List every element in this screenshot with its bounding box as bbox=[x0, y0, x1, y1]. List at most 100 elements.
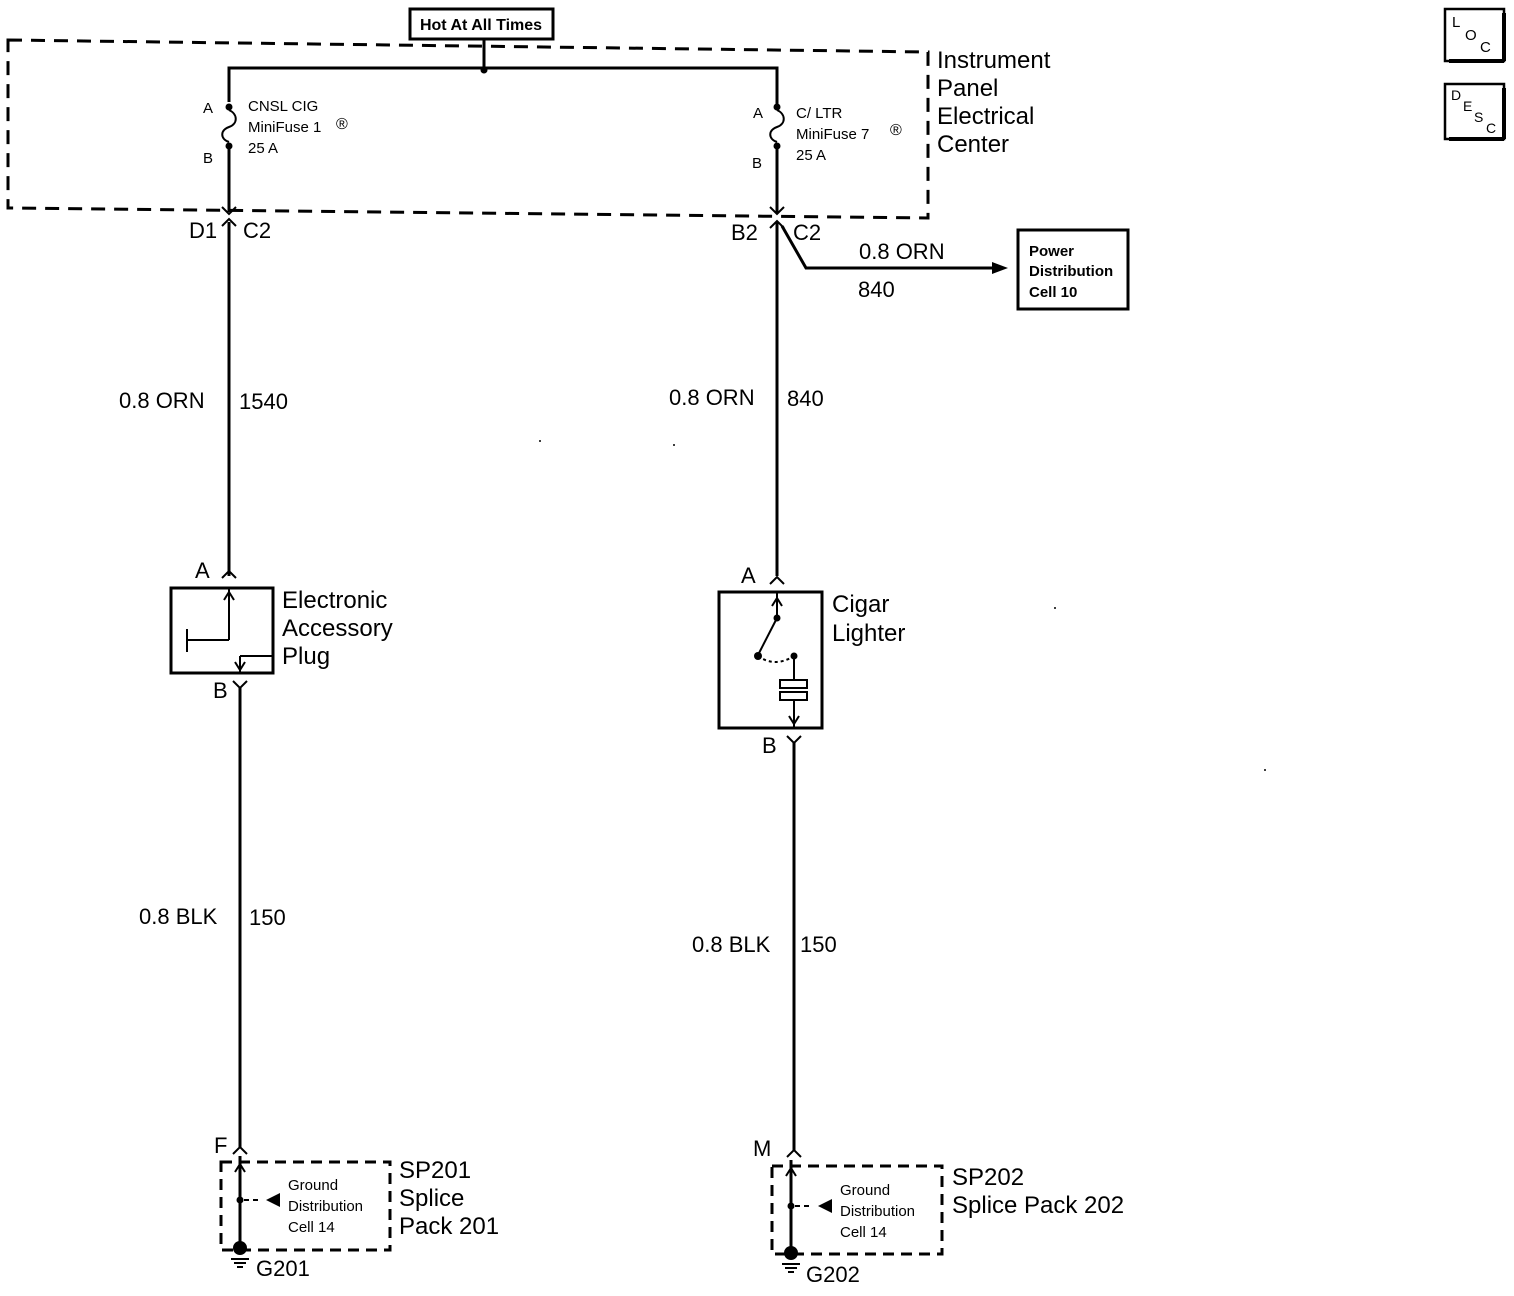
svg-text:Splice: Splice bbox=[399, 1185, 464, 1212]
svg-text:O: O bbox=[1465, 27, 1477, 44]
svg-text:A: A bbox=[741, 563, 756, 588]
cigar-lighter-title: Cigar Lighter bbox=[832, 591, 905, 647]
fuse-right-name: C/ LTR bbox=[796, 105, 843, 122]
svg-text:Cell 10: Cell 10 bbox=[1029, 284, 1077, 301]
svg-text:Electrical: Electrical bbox=[937, 103, 1034, 130]
svg-text:Plug: Plug bbox=[282, 643, 330, 670]
accessory-plug-connector-a: A bbox=[195, 558, 237, 583]
splice-pack-201-boundary bbox=[219, 1160, 392, 1252]
ground-distribution-ref-right[interactable]: Ground Distribution Cell 14 bbox=[840, 1182, 915, 1241]
fuse-bus-wire bbox=[227, 66, 779, 104]
fuse-right-rating: 25 A bbox=[796, 147, 826, 164]
fuse-right-pin-a: A bbox=[753, 105, 763, 122]
connector-d1-c2: D1 C2 bbox=[189, 206, 271, 243]
svg-text:C: C bbox=[1486, 120, 1496, 136]
svg-text:F: F bbox=[214, 1133, 227, 1158]
wire-right-lower-circuit: 150 bbox=[800, 932, 837, 957]
wire-left-lower-circuit: 150 bbox=[249, 905, 286, 930]
svg-text:S: S bbox=[1474, 109, 1483, 125]
ground-g201-label: G201 bbox=[256, 1256, 310, 1281]
accessory-plug-title: Electronic Accessory Plug bbox=[282, 587, 393, 670]
fuse-left-pin-a: A bbox=[203, 100, 213, 117]
wire-left-upper-circuit: 1540 bbox=[239, 389, 288, 414]
splice-right-connector-m: M bbox=[753, 1136, 802, 1161]
splice-left-junction bbox=[236, 1196, 244, 1204]
wire-right-lower-color: 0.8 BLK bbox=[692, 932, 771, 957]
svg-text:C2: C2 bbox=[243, 218, 271, 243]
fuse-left-name: CNSL CIG bbox=[248, 98, 318, 115]
fuse-left-rating: 25 A bbox=[248, 140, 278, 157]
fuse-left-pin-b: B bbox=[203, 150, 213, 167]
svg-text:Distribution: Distribution bbox=[840, 1203, 915, 1220]
svg-text:M: M bbox=[753, 1136, 771, 1161]
svg-text:Instrument: Instrument bbox=[937, 47, 1051, 74]
splice-left-connector-f: F bbox=[214, 1133, 248, 1158]
wire-right-upper-circuit: 840 bbox=[787, 386, 824, 411]
svg-text:Cell 14: Cell 14 bbox=[288, 1219, 335, 1236]
cigar-lighter[interactable] bbox=[717, 590, 824, 730]
splice-pack-202-boundary bbox=[770, 1164, 944, 1256]
svg-text:C: C bbox=[1480, 39, 1491, 56]
power-distribution-ref[interactable]: Power Distribution Cell 10 bbox=[1016, 228, 1130, 311]
svg-text:D1: D1 bbox=[189, 218, 217, 243]
branch-wire-color: 0.8 ORN bbox=[859, 239, 945, 264]
splice-pack-201-title: SP201 Splice Pack 201 bbox=[399, 1157, 499, 1240]
svg-text:Pack 201: Pack 201 bbox=[399, 1213, 499, 1240]
svg-text:B2: B2 bbox=[731, 220, 758, 245]
svg-text:A: A bbox=[195, 558, 210, 583]
fuse-right-mark: ® bbox=[890, 122, 902, 139]
ipec-boundary bbox=[6, 38, 930, 220]
svg-text:Panel: Panel bbox=[937, 75, 998, 102]
splice-right-ref-arrow bbox=[818, 1199, 832, 1213]
svg-text:SP202: SP202 bbox=[952, 1164, 1024, 1191]
svg-text:Cigar: Cigar bbox=[832, 591, 889, 618]
svg-text:Center: Center bbox=[937, 131, 1009, 158]
fuse-right-type: MiniFuse 7 bbox=[796, 126, 869, 143]
branch-circuit: 840 bbox=[858, 277, 895, 302]
splice-pack-202-title: SP202 Splice Pack 202 bbox=[952, 1164, 1124, 1219]
ipec-title: Instrument Panel Electrical Center bbox=[937, 47, 1051, 158]
svg-text:E: E bbox=[1463, 98, 1472, 114]
svg-text:SP201: SP201 bbox=[399, 1157, 471, 1184]
desc-button[interactable]: D E S C bbox=[1443, 82, 1506, 141]
connector-b2-c2: B2 C2 bbox=[731, 206, 821, 245]
branch-arrow bbox=[992, 262, 1008, 274]
wire-left-upper-color: 0.8 ORN bbox=[119, 388, 205, 413]
ground-g201-icon bbox=[231, 1241, 249, 1268]
svg-text:Cell 14: Cell 14 bbox=[840, 1224, 887, 1241]
svg-text:L: L bbox=[1452, 14, 1460, 31]
svg-text:Ground: Ground bbox=[288, 1177, 338, 1194]
wire-left-lower-color: 0.8 BLK bbox=[139, 904, 218, 929]
svg-text:Power: Power bbox=[1029, 243, 1074, 260]
svg-text:Lighter: Lighter bbox=[832, 620, 905, 647]
svg-text:Distribution: Distribution bbox=[288, 1198, 363, 1215]
fuse-right-pin-b: B bbox=[752, 155, 762, 172]
electronic-accessory-plug[interactable] bbox=[169, 586, 275, 675]
hot-at-all-times-label: Hot At All Times bbox=[420, 17, 542, 34]
svg-text:D: D bbox=[1451, 87, 1461, 103]
fuse-c-ltr: A B C/ LTR MiniFuse 7 ® 25 A bbox=[752, 103, 902, 172]
svg-text:B: B bbox=[213, 678, 228, 703]
ground-distribution-ref-left[interactable]: Ground Distribution Cell 14 bbox=[288, 1177, 363, 1236]
accessory-plug-connector-b: B bbox=[213, 678, 248, 703]
scan-specks bbox=[539, 440, 1266, 771]
wire-right-upper-color: 0.8 ORN bbox=[669, 385, 755, 410]
splice-left-ref-arrow bbox=[266, 1193, 280, 1207]
svg-text:B: B bbox=[762, 733, 777, 758]
branch-wire-840 bbox=[780, 225, 994, 270]
ground-g202-icon bbox=[782, 1246, 800, 1273]
svg-text:Accessory: Accessory bbox=[282, 615, 393, 642]
svg-text:Electronic: Electronic bbox=[282, 587, 387, 614]
cigar-lighter-connector-a: A bbox=[741, 563, 785, 588]
loc-button[interactable]: L O C bbox=[1443, 7, 1506, 63]
fuse-left-mark: ® bbox=[336, 116, 348, 133]
svg-text:C2: C2 bbox=[793, 220, 821, 245]
svg-text:Splice Pack 202: Splice Pack 202 bbox=[952, 1192, 1124, 1219]
splice-right-junction bbox=[787, 1202, 795, 1210]
svg-text:Ground: Ground bbox=[840, 1182, 890, 1199]
fuse-cnsl-cig: A B CNSL CIG MiniFuse 1 ® 25 A bbox=[203, 98, 348, 167]
svg-text:Distribution: Distribution bbox=[1029, 263, 1113, 280]
fuse-left-type: MiniFuse 1 bbox=[248, 119, 321, 136]
ground-g202-label: G202 bbox=[806, 1262, 860, 1287]
